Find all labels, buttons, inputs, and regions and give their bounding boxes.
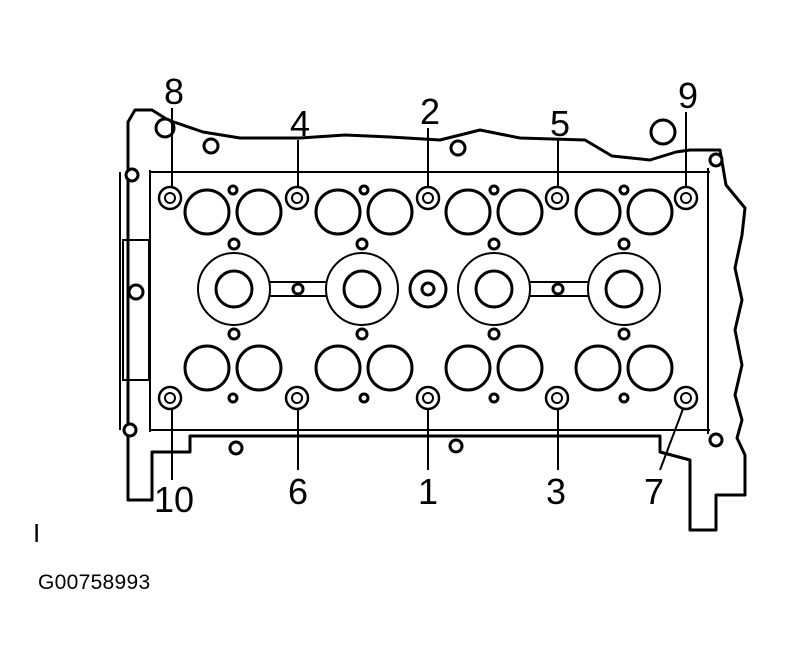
bolt-8 [157, 185, 183, 211]
callout-9: 9 [678, 75, 698, 116]
frame-holes [122, 117, 724, 456]
callout-6: 6 [288, 471, 308, 512]
bolt-10 [157, 385, 183, 411]
bolt-6 [284, 385, 310, 411]
bottom-valve-row [183, 344, 674, 392]
valve-clusters [183, 184, 674, 404]
callout-5: 5 [550, 103, 570, 144]
corner-mark: I [33, 518, 41, 548]
bolt-2 [415, 185, 441, 211]
callout-labels: 8 4 2 5 9 10 6 1 3 7 [154, 71, 698, 520]
cylinder-head-outline [119, 108, 747, 532]
callout-8: 8 [164, 71, 184, 112]
callout-1: 1 [418, 471, 438, 512]
bolt-3 [544, 385, 570, 411]
callout-2: 2 [420, 91, 440, 132]
callout-10: 10 [154, 479, 194, 520]
bolt-7 [673, 385, 699, 411]
callout-3: 3 [546, 471, 566, 512]
cam-bores [197, 252, 661, 326]
bolt-5 [544, 185, 570, 211]
head-bolts [157, 185, 699, 411]
oil-holes [227, 184, 630, 404]
figure-id: G00758993 [38, 571, 151, 594]
leader-lines [171, 108, 687, 480]
callout-7: 7 [644, 471, 664, 512]
bolt-4 [284, 185, 310, 211]
bolt-1 [415, 385, 441, 411]
bolt-9 [673, 185, 699, 211]
callout-4: 4 [290, 103, 310, 144]
top-valve-row [183, 188, 674, 236]
bore-links [227, 237, 631, 341]
